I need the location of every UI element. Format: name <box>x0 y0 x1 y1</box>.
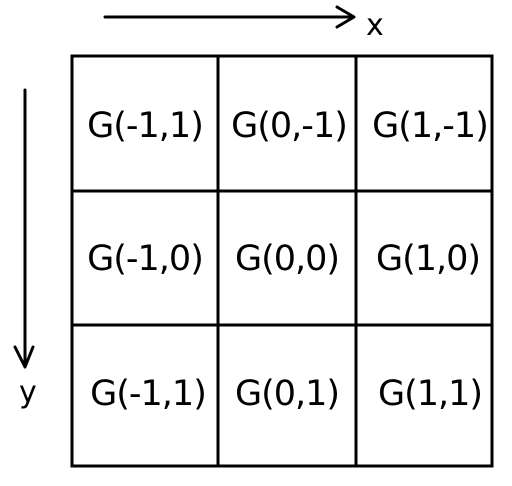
x-axis-label: x <box>366 8 384 43</box>
cell-r0-c1: G(0,-1) <box>231 106 347 146</box>
cell-r2-c1: G(0,1) <box>235 374 339 414</box>
cell-r2-c2: G(1,1) <box>378 374 482 414</box>
cell-r1-c1: G(0,0) <box>235 239 339 279</box>
y-axis-label: y <box>19 375 37 410</box>
cell-r1-c2: G(1,0) <box>376 239 480 279</box>
cell-r2-c0: G(-1,1) <box>90 374 206 414</box>
cell-r0-c0: G(-1,1) <box>87 106 203 146</box>
cell-r0-c2: G(1,-1) <box>372 106 488 146</box>
x-axis-arrow <box>103 5 356 29</box>
y-axis-arrow <box>13 88 35 369</box>
cell-r1-c0: G(-1,0) <box>87 239 203 279</box>
grid-lines <box>70 54 494 468</box>
